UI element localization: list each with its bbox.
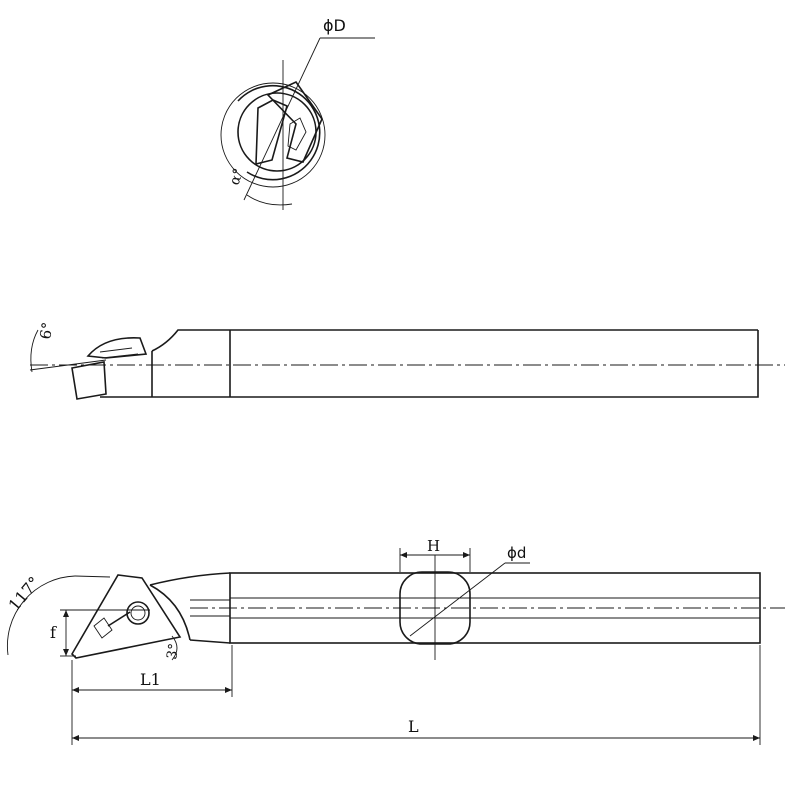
L1-label: L1 [140, 670, 161, 689]
end-view-cutting-insert [255, 99, 288, 166]
top-view-insert-hole [93, 617, 113, 639]
end-view: ϕD α° [220, 16, 375, 210]
phi-d-label: ϕd [507, 544, 526, 562]
angle-117-leader [74, 575, 111, 578]
side-view-angle-arc [30, 329, 39, 373]
three-degree-label: 3° [164, 642, 183, 660]
f-label: f [50, 623, 57, 642]
side-view-rake-line [29, 359, 107, 371]
side-view-clamp-detail [99, 347, 139, 359]
side-view: 6° [29, 321, 785, 400]
section-view: H ϕd [399, 537, 530, 660]
top-view-head-bottom [189, 639, 231, 644]
side-view-shank-bottom [100, 330, 759, 398]
phi-D-label: ϕD [323, 16, 346, 35]
H-dimension-arrows [400, 552, 470, 558]
three-degree-arc [171, 635, 178, 661]
top-view-clamp-screw-inner [130, 605, 146, 621]
angle-117-arc [6, 575, 76, 656]
top-view-head-top [149, 572, 231, 586]
end-view-angle-arc [246, 194, 293, 206]
angle-117-label: 117° [5, 573, 44, 615]
top-view-trigon-insert [70, 574, 182, 659]
top-view-clamp-arm [107, 611, 131, 627]
end-view-outer-circle [220, 82, 326, 188]
side-view-clamp [86, 337, 148, 359]
top-view-shank [229, 572, 761, 644]
side-view-shank-top [151, 329, 758, 352]
six-degree-label: 6° [36, 321, 57, 341]
end-view-clamp [287, 117, 307, 151]
L-label: L [408, 717, 419, 736]
end-view-diameter-line [243, 37, 321, 201]
top-view: H ϕd 117° f 3° L1 L [5, 537, 785, 745]
end-view-insert-seat [266, 80, 323, 163]
H-label: H [427, 537, 440, 555]
side-view-insert [71, 361, 107, 400]
phi-d-diameter-line [409, 562, 506, 637]
top-view-clamp-screw-outer [126, 601, 150, 625]
top-view-head-front [149, 584, 191, 641]
alpha-angle-label: α° [227, 166, 248, 187]
